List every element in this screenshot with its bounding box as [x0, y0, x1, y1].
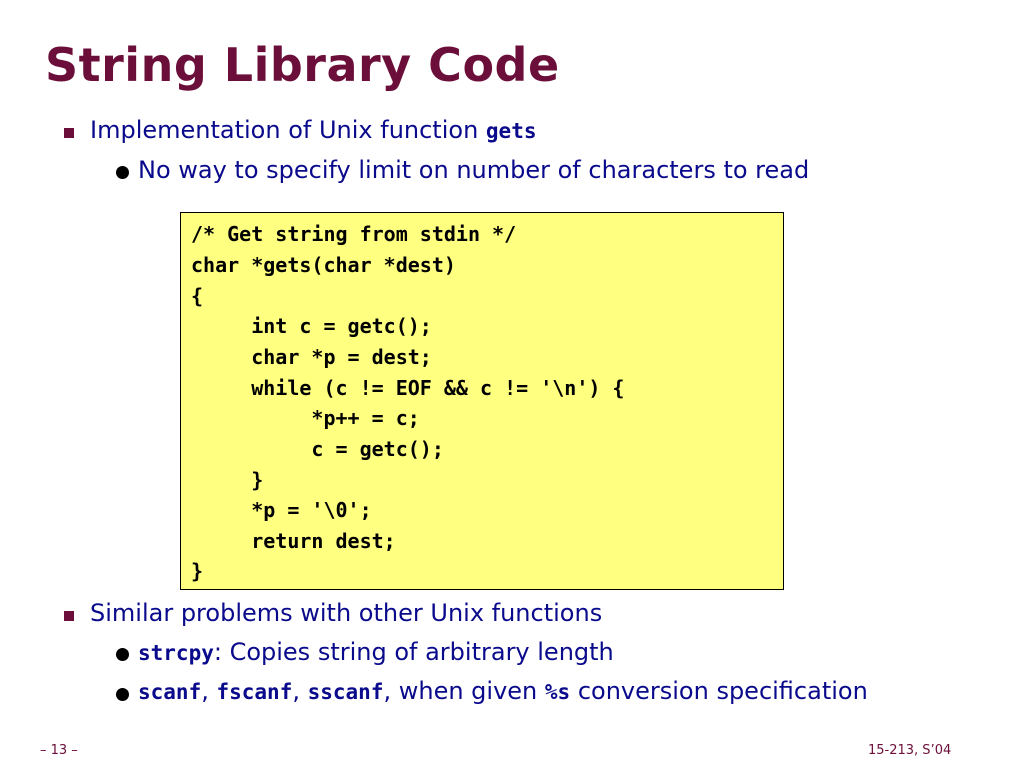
sub-bullet-no-limit: No way to specify limit on number of cha… [138, 156, 810, 184]
bullet-gets-text: Implementation of Unix function [90, 116, 486, 144]
code-line: char *gets(char *dest) [191, 253, 456, 277]
code-line: /* Get string from stdin */ [191, 222, 517, 246]
gets-code: gets [485, 119, 537, 143]
bullet-similar-problems: Similar problems with other Unix functio… [90, 599, 603, 627]
square-bullet-icon [64, 611, 74, 621]
code-line: *p = '\0'; [191, 498, 372, 522]
sub-bullet-strcpy: strcpy: Copies string of arbitrary lengt… [138, 638, 614, 666]
slide-title: String Library Code [45, 38, 560, 92]
fscanf-code: fscanf [216, 680, 293, 704]
conversion-text: conversion specification [570, 677, 868, 705]
code-line: while (c != EOF && c != '\n') { [191, 376, 625, 400]
sub-bullet-scanf: scanf, fscanf, sscanf, when given %s con… [138, 677, 868, 705]
code-line: c = getc(); [191, 437, 444, 461]
page-number: – 13 – [40, 743, 78, 758]
strcpy-code: strcpy [138, 641, 214, 665]
code-line: return dest; [191, 529, 396, 553]
round-bullet-icon [116, 648, 129, 661]
percent-s-code: %s [544, 680, 571, 704]
course-label: 15-213, S’04 [868, 743, 952, 758]
sscanf-code: sscanf [307, 680, 384, 704]
code-box: /* Get string from stdin */ char *gets(c… [180, 212, 784, 590]
code-line: *p++ = c; [191, 406, 420, 430]
square-bullet-icon [64, 128, 74, 138]
code-line: int c = getc(); [191, 314, 432, 338]
separator: , [201, 677, 217, 705]
scanf-code: scanf [138, 680, 202, 704]
round-bullet-icon [116, 166, 129, 179]
code-line: { [191, 284, 204, 308]
code-line: } [191, 468, 264, 492]
round-bullet-icon [116, 688, 129, 701]
scanf-text: , when given [383, 677, 545, 705]
strcpy-text: : Copies string of arbitrary length [213, 638, 614, 666]
code-line: } [191, 559, 204, 583]
separator: , [292, 677, 308, 705]
code-line: char *p = dest; [191, 345, 432, 369]
bullet-gets: Implementation of Unix function gets [90, 116, 536, 144]
